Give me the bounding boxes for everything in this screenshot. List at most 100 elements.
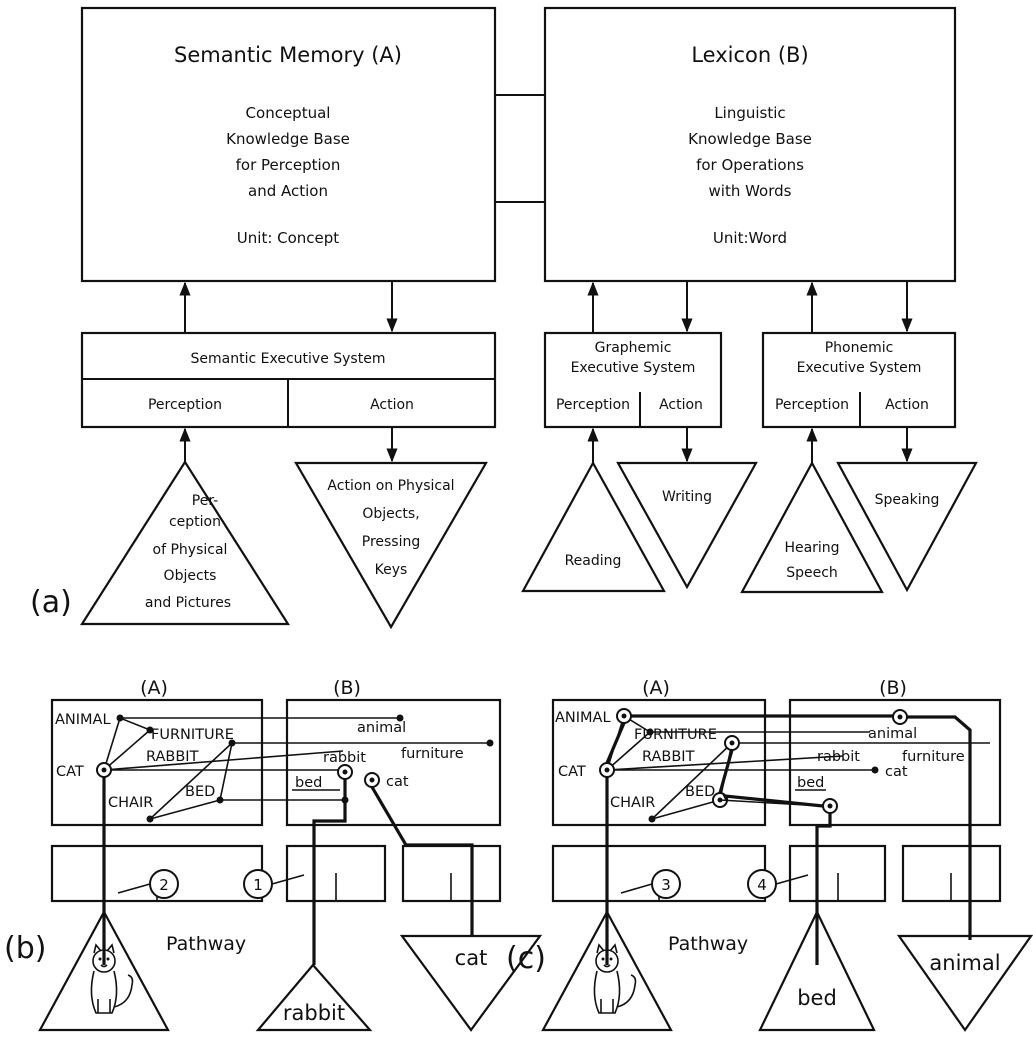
tri-reading: Reading [565,553,622,569]
semantic-memory-unit: Unit: Concept [237,229,340,247]
panel-a-label: (a) [30,585,72,620]
phonemic-exec-perception: Perception [775,397,849,413]
phonemic-exec-title-2: Executive System [797,360,922,376]
b-label-word-animal: animal [357,720,406,736]
tri-action-line-2: Objects, [362,506,419,522]
lexicon-unit: Unit:Word [713,229,787,247]
panel-c: (A) (B) [506,677,1031,1030]
c-path-bed-furniture [720,750,732,793]
tri-perception-line-3: of Physical [153,542,228,558]
c-label-word-furniture: furniture [902,749,965,765]
b-node-animal [117,715,124,722]
phonemic-exec-title-1: Phonemic [825,340,894,356]
b-cat-word: cat [455,946,488,970]
b-label-rabbit: RABBIT [146,749,199,765]
c-word-animal-center [898,715,903,720]
c-label-rabbit: RABBIT [642,749,695,765]
b-edge-animal-rabbit [120,718,150,730]
tri-action-line-3: Pressing [362,534,421,550]
b-step-1: 1 [253,876,263,894]
b-word-rabbit-center [343,770,348,775]
b-label-cat: CAT [56,764,84,780]
reading-triangle [523,463,664,591]
b-rabbit-word: rabbit [283,1001,345,1025]
b-path-rabbit-in [314,779,345,965]
semantic-exec-title: Semantic Executive System [191,351,386,367]
semantic-memory-line-1: Conceptual [246,104,331,122]
b-label-word-cat: cat [386,774,409,790]
b-label-furniture: FURNITURE [151,727,234,743]
tri-perception-line-1: Per- [192,493,218,509]
tri-action-line-1: Action on Physical [327,478,454,494]
phonemic-exec-action: Action [885,397,929,413]
b-label-word-bed: bed [295,775,322,791]
graphemic-exec-title-1: Graphemic [595,340,672,356]
lexicon-line-2: Knowledge Base [688,130,812,148]
lexicon-line-4: with Words [709,182,792,200]
c-bed-word: bed [797,986,837,1010]
lexicon-title: Lexicon (B) [691,43,808,67]
c-label-chair: CHAIR [610,795,655,811]
c-step3-leader [621,884,652,893]
b-step2-leader [118,884,150,893]
b-label-chair: CHAIR [108,795,153,811]
c-node-cat-center [605,768,610,773]
c-node-furniture-center [730,741,735,746]
b-edge-rabbit-rabbit [104,751,343,770]
c-node-animal-center [622,714,627,719]
c-step4-leader [776,875,808,884]
b-label-bed: BED [185,784,215,800]
b-node-bed [217,797,224,804]
c-label-word-bed: bed [797,775,824,791]
panel-c-label: (c) [506,941,546,976]
b-path-cat-out [372,787,472,936]
panel-c-box-b-label: (B) [879,677,907,699]
semantic-exec-perception: Perception [148,397,222,413]
speaking-triangle [838,463,976,590]
c-label-cat: CAT [558,764,586,780]
c-step-4: 4 [757,876,767,894]
c-pathway-label: Pathway [668,933,748,955]
tri-hearing-line-1: Hearing [784,540,839,556]
c-label-word-cat: cat [885,764,908,780]
c-label-word-rabbit: rabbit [817,749,860,765]
b-label-animal: ANIMAL [55,712,111,728]
semantic-memory-line-3: for Perception [236,156,341,174]
panel-b-box-b-label: (B) [333,677,361,699]
writing-triangle [618,463,756,587]
panel-b: (A) (B) [4,677,540,1030]
b-node-chair [147,816,154,823]
b-pathway-label: Pathway [166,933,246,955]
c-label-animal: ANIMAL [555,710,611,726]
c-label-word-animal: animal [868,726,917,742]
c-animal-word: animal [929,951,1000,975]
b-node-cat-center [102,768,107,773]
tri-hearing-line-2: Speech [786,565,838,581]
graphemic-exec-action: Action [659,397,703,413]
b-word-furniture-node [487,740,494,747]
graphemic-exec-title-2: Executive System [571,360,696,376]
c-path-bed-in [817,813,830,965]
semantic-memory-title: Semantic Memory (A) [174,43,402,67]
c-node-chair [649,816,656,823]
lexicon-line-3: for Operations [696,156,804,174]
b-step-2: 2 [159,876,169,894]
tri-writing: Writing [662,489,712,505]
tri-perception-line-4: Objects [164,568,217,584]
b-word-cat-center [370,778,375,783]
panel-c-box-a-label: (A) [642,677,670,699]
c-word-cat-node [872,767,879,774]
b-label-word-rabbit: rabbit [323,750,366,766]
panel-b-label: (b) [4,931,46,966]
panel-a: Semantic Memory (A) Conceptual Knowledge… [30,8,976,627]
b-label-word-furniture: furniture [401,746,464,762]
graphemic-exec-perception: Perception [556,397,630,413]
tri-speaking: Speaking [875,492,940,508]
tri-perception-line-5: and Pictures [145,595,231,611]
tri-perception-line-2: ception [169,514,221,530]
semantic-memory-line-2: Knowledge Base [226,130,350,148]
c-word-bed-center [828,804,833,809]
panel-b-box-a-label: (A) [140,677,168,699]
